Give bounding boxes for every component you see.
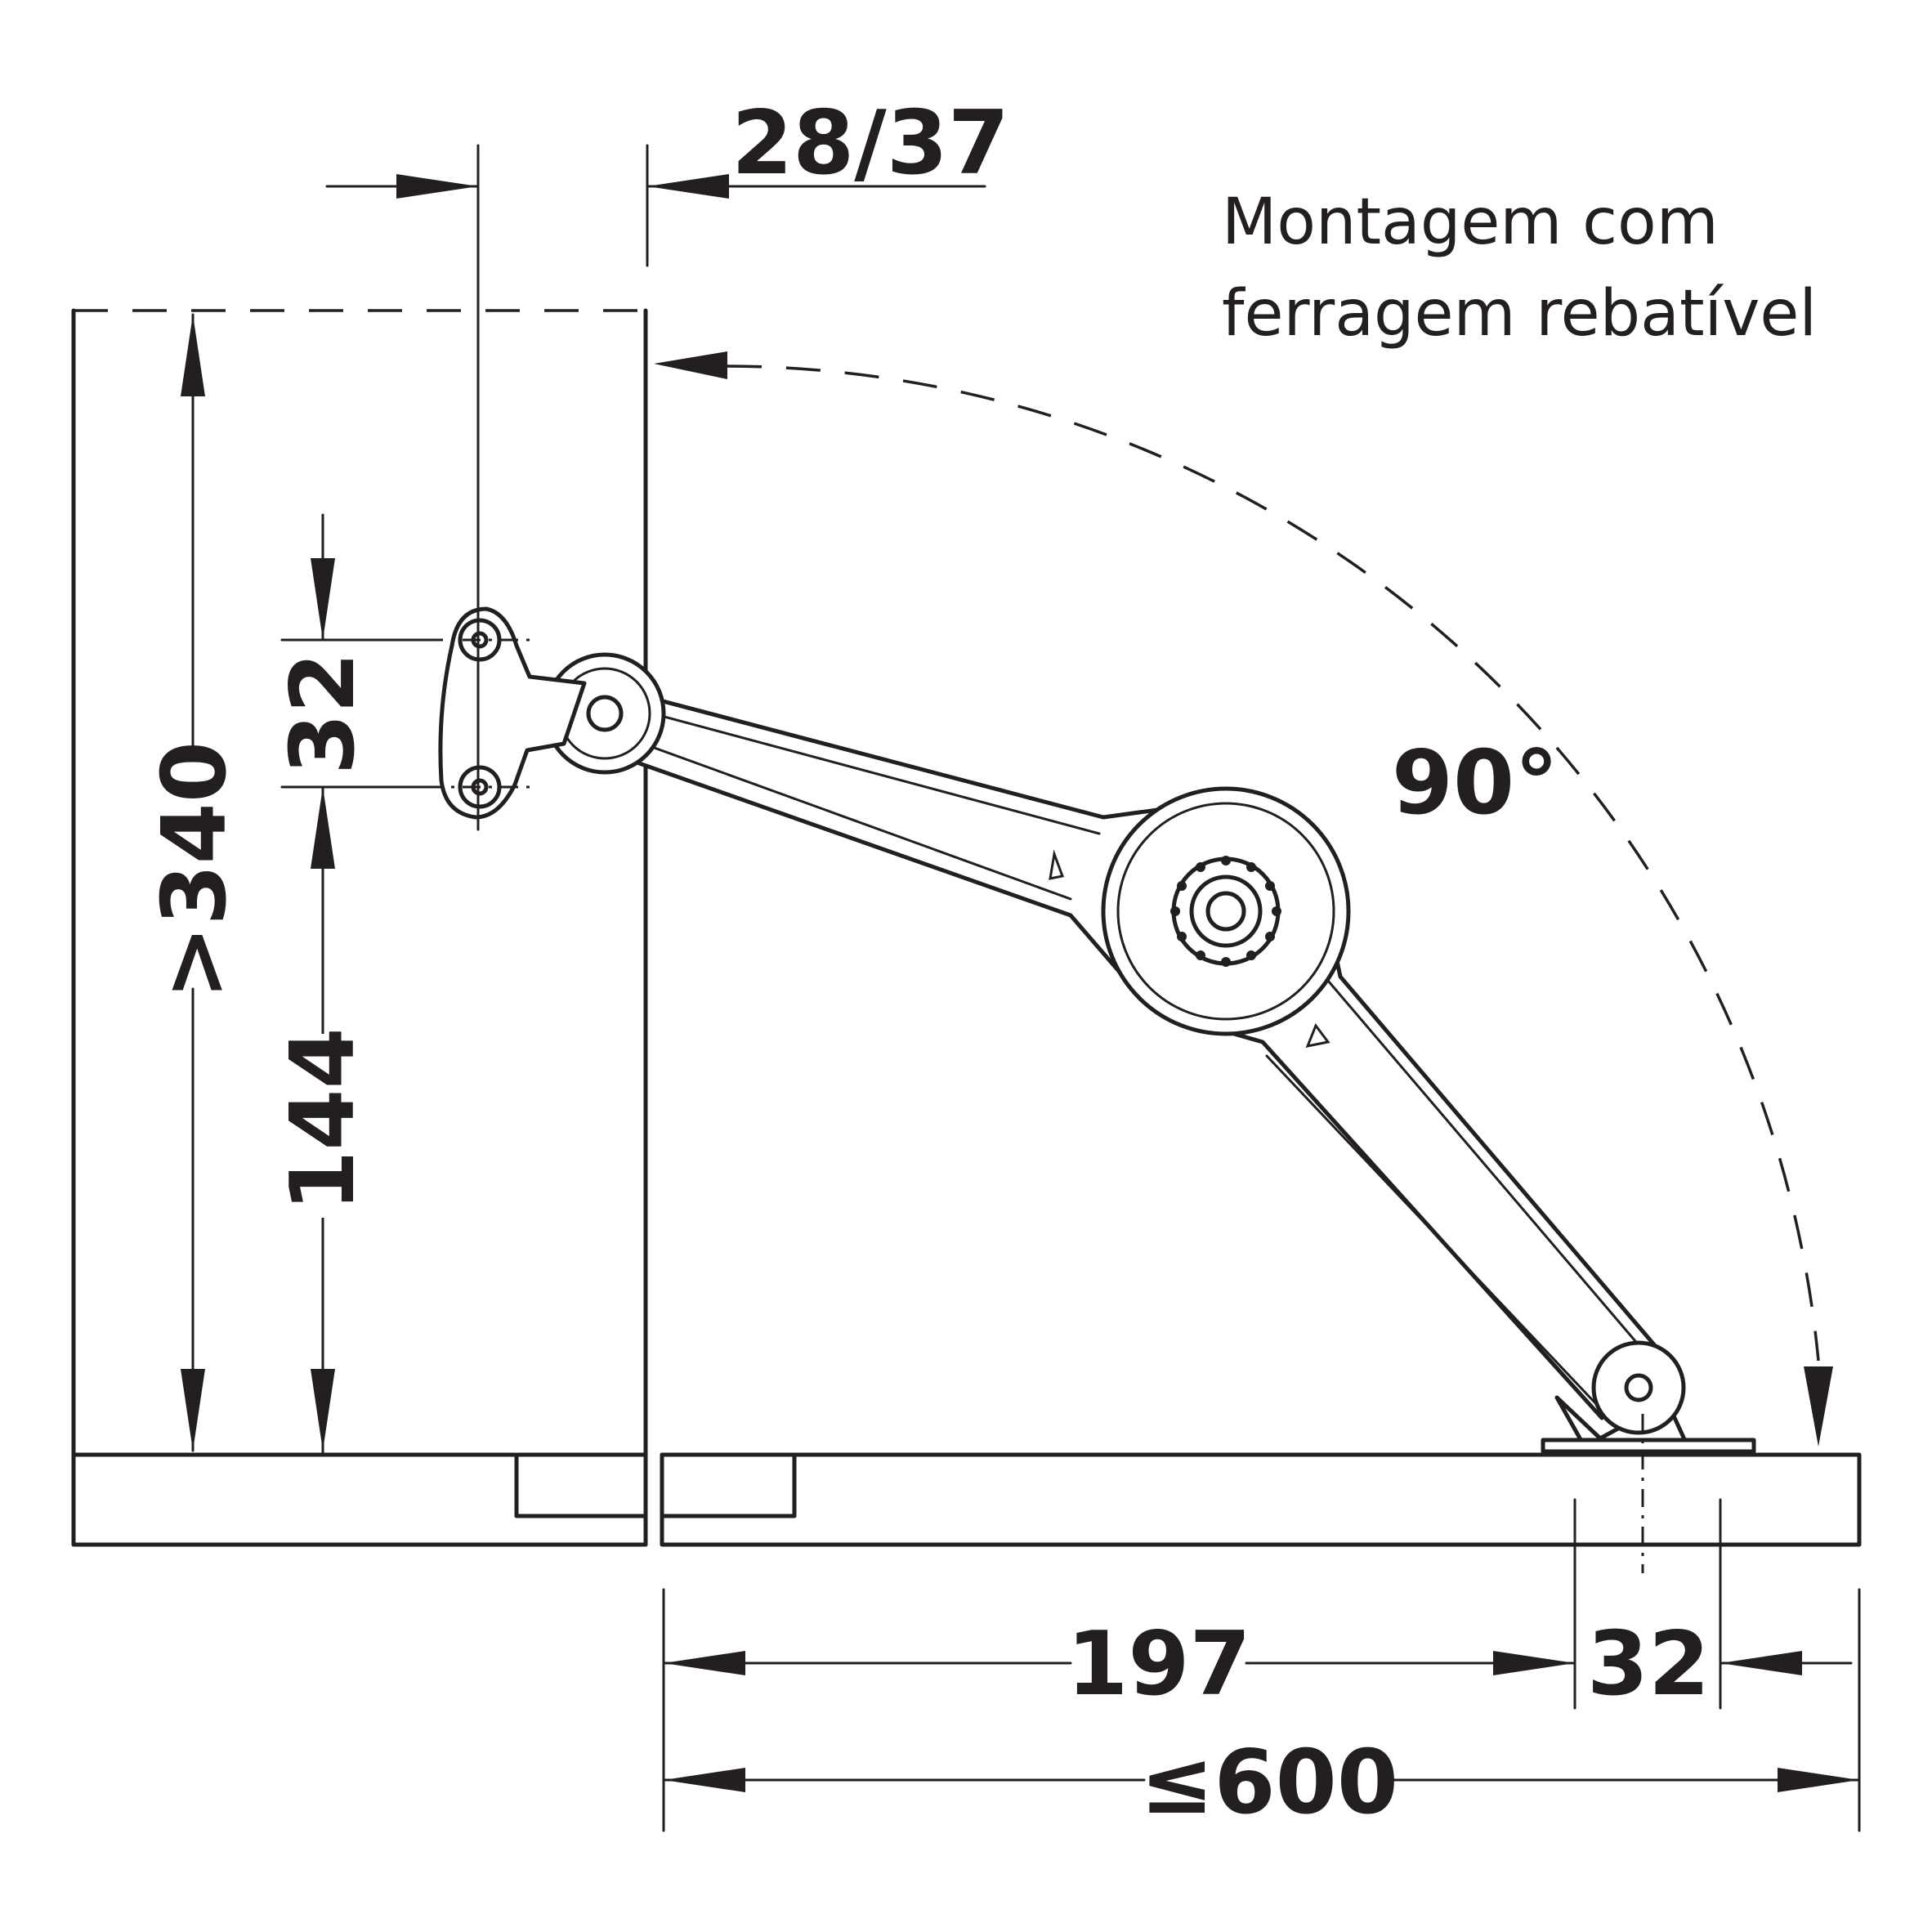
dim-mount-height: 144	[272, 1027, 374, 1451]
cabinet-bottom-panel	[71, 1452, 648, 1547]
dim-base-hole-spacing: 32	[1587, 1613, 1853, 1715]
dim-label-width: ≤600	[1140, 1732, 1398, 1834]
dim-height: >340	[144, 313, 246, 1452]
dim-label-hole-spacing-vertical: 32	[272, 652, 374, 775]
title-line-2: ferragem rebatível	[1222, 277, 1817, 351]
spring-housing	[1101, 786, 1351, 1036]
dim-top-offset: 28/37	[325, 92, 1009, 267]
arc-arrow-top	[654, 351, 727, 379]
dim-label-top-offset: 28/37	[731, 92, 1009, 195]
dim-base-offset: 197	[662, 1613, 1576, 1715]
hole-centerlines	[425, 144, 1644, 1573]
angle-label: 90°	[1392, 732, 1559, 834]
arc-arrow-bottom	[1804, 1366, 1833, 1447]
dim-label-base-hole-spacing: 32	[1587, 1613, 1710, 1715]
cabinet-side-panel	[71, 308, 648, 1547]
flap-panel	[660, 1452, 1862, 1547]
dim-label-base-offset: 197	[1067, 1613, 1250, 1715]
dim-hole-spacing-vertical: 32	[272, 513, 427, 1456]
dim-label-height: >340	[144, 741, 246, 1000]
upper-arm	[570, 676, 1196, 1008]
dim-width: ≤600	[662, 1732, 1861, 1834]
swing-arc	[654, 351, 1833, 1447]
lift-mechanism	[438, 606, 1756, 1454]
title-line-1: Montagem com	[1222, 186, 1719, 259]
dim-bottom-extension-lines	[662, 1498, 1861, 1832]
dim-label-mount-height: 144	[272, 1027, 374, 1211]
